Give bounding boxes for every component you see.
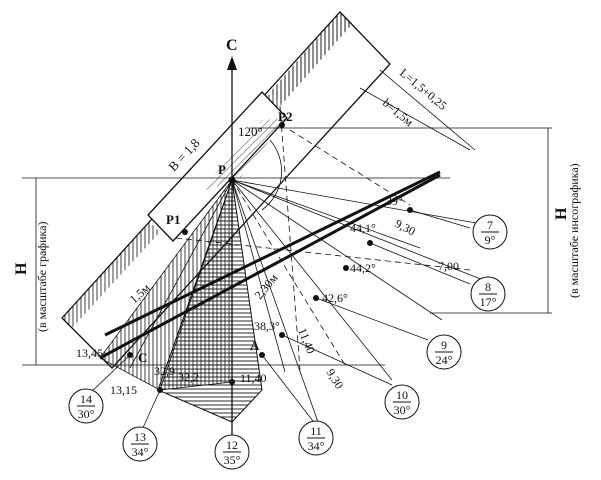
point-c-label: С xyxy=(138,350,147,365)
circle-leaders xyxy=(87,209,471,438)
fraction-denominator: 34° xyxy=(132,445,149,459)
h-left-note: (в масштабе графика) xyxy=(35,222,49,332)
v-383: 38,3° xyxy=(254,319,280,333)
angle-arc xyxy=(261,139,283,211)
v-329: 32,9 xyxy=(154,364,175,378)
v-930-a: 9,30 xyxy=(393,216,418,238)
circle-fraction-8: 817° xyxy=(470,276,506,312)
h-right-label: Н xyxy=(553,207,570,220)
dim-lines xyxy=(359,69,476,151)
north-axis xyxy=(227,56,237,440)
v-700: 7,00 xyxy=(438,259,459,273)
circle-fraction-9: 924° xyxy=(426,334,462,370)
h-right-note: (в масштабе инсографика) xyxy=(567,163,581,298)
angle-120-label: 120° xyxy=(238,124,263,139)
v-39: 39° xyxy=(386,194,403,208)
reference-lines xyxy=(22,127,552,366)
v-1140-a: 11,40 xyxy=(240,371,267,385)
length-label: L=1,5+0,25 xyxy=(397,66,450,113)
fraction-numerator: 9 xyxy=(441,338,447,352)
h-left-label: Н xyxy=(13,262,30,275)
fraction-denominator: 9° xyxy=(485,233,496,247)
fraction-numerator: 7 xyxy=(487,218,493,232)
fraction-numerator: 8 xyxy=(485,280,491,294)
v-426: 42,6° xyxy=(322,291,348,305)
fraction-numerator: 10 xyxy=(396,388,408,402)
sun-rays xyxy=(129,105,489,423)
b-width-label: b=1,5м xyxy=(380,96,416,130)
point-442-marker xyxy=(343,265,349,271)
point-p1-label: Р1 xyxy=(166,212,180,227)
fraction-numerator: 13 xyxy=(134,430,146,444)
v-442: 44,2° xyxy=(350,261,376,275)
point-a-label: А xyxy=(250,338,260,353)
fraction-denominator: 24° xyxy=(436,353,453,367)
north-arrow-icon xyxy=(227,56,237,70)
fraction-denominator: 35° xyxy=(224,453,241,467)
point-p2-marker xyxy=(279,122,285,128)
window-rectangle xyxy=(147,91,288,242)
north-label: С xyxy=(226,37,238,54)
fraction-numerator: 14 xyxy=(80,392,92,406)
fraction-denominator: 34° xyxy=(308,439,325,453)
point-p-label: Р xyxy=(218,162,226,177)
point-p1-marker xyxy=(182,229,188,235)
fraction-numerator: 11 xyxy=(310,424,322,438)
point-p-marker xyxy=(228,176,236,184)
v-1315: 13,15 xyxy=(110,383,137,397)
v-441: 44,1° xyxy=(350,221,376,235)
v-322: 32,2 xyxy=(178,370,199,384)
v-930-b: 9,30 xyxy=(323,366,346,391)
fraction-numerator: 12 xyxy=(226,438,238,452)
v-1345: 13,45 xyxy=(76,346,103,360)
fraction-denominator: 30° xyxy=(78,407,95,421)
circle-fraction-7: 79° xyxy=(472,214,508,250)
fraction-denominator: 17° xyxy=(480,295,497,309)
point-p2-label: Р2 xyxy=(278,109,292,124)
fraction-denominator: 30° xyxy=(394,403,411,417)
